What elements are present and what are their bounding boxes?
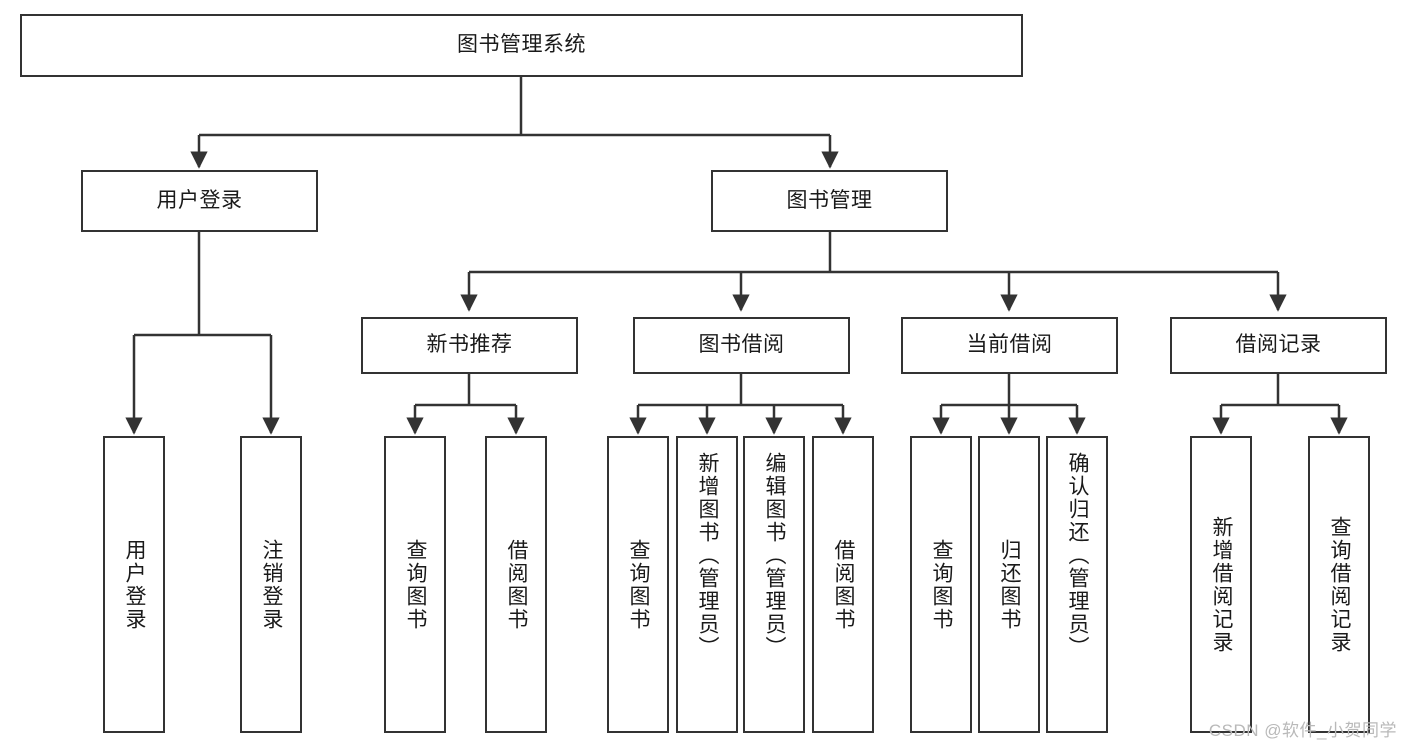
node-leaf-add-book-label: 新增图书（管理员） (696, 452, 720, 659)
node-leaf-return-book-label: 归还图书 (998, 538, 1022, 631)
node-leaf-borrow-book-1[interactable]: 借阅图书 (485, 436, 547, 733)
node-leaf-edit-book-label: 编辑图书（管理员） (763, 452, 787, 659)
node-root[interactable]: 图书管理系统 (20, 14, 1023, 77)
node-leaf-query-book-2[interactable]: 查询图书 (607, 436, 669, 733)
csdn-watermark: CSDN @软件_小贺同学 (1208, 721, 1397, 740)
node-leaf-user-login[interactable]: 用户登录 (103, 436, 165, 733)
node-user-login-label: 用户登录 (156, 188, 243, 212)
node-new-book-rec[interactable]: 新书推荐 (361, 317, 578, 374)
node-leaf-borrow-book-2-label: 借阅图书 (832, 538, 856, 631)
node-leaf-borrow-book-1-label: 借阅图书 (505, 538, 529, 631)
node-user-login[interactable]: 用户登录 (81, 170, 318, 232)
node-leaf-query-book-1-label: 查询图书 (404, 538, 428, 631)
node-leaf-logout[interactable]: 注销登录 (240, 436, 302, 733)
node-leaf-query-book-2-label: 查询图书 (627, 538, 651, 631)
node-leaf-return-book[interactable]: 归还图书 (978, 436, 1040, 733)
node-leaf-query-book-3-label: 查询图书 (930, 538, 954, 631)
node-root-label: 图书管理系统 (457, 33, 586, 57)
node-leaf-add-record[interactable]: 新增借阅记录 (1190, 436, 1252, 733)
node-leaf-logout-label: 注销登录 (260, 538, 284, 631)
node-new-book-rec-label: 新书推荐 (426, 333, 513, 357)
node-leaf-add-book[interactable]: 新增图书（管理员） (676, 436, 738, 733)
node-book-borrow[interactable]: 图书借阅 (633, 317, 850, 374)
node-book-manage-label: 图书管理 (786, 188, 873, 212)
node-leaf-query-record[interactable]: 查询借阅记录 (1308, 436, 1370, 733)
node-current-borrow[interactable]: 当前借阅 (901, 317, 1118, 374)
node-leaf-add-record-label: 新增借阅记录 (1210, 515, 1234, 654)
node-leaf-query-record-label: 查询借阅记录 (1328, 515, 1352, 654)
node-book-borrow-label: 图书借阅 (698, 333, 785, 357)
node-leaf-user-login-label: 用户登录 (123, 538, 147, 631)
node-current-borrow-label: 当前借阅 (966, 333, 1053, 357)
node-leaf-confirm-return-label: 确认归还（管理员） (1066, 452, 1090, 659)
node-book-manage[interactable]: 图书管理 (711, 170, 948, 232)
node-leaf-query-book-1[interactable]: 查询图书 (384, 436, 446, 733)
node-leaf-edit-book[interactable]: 编辑图书（管理员） (743, 436, 805, 733)
node-leaf-query-book-3[interactable]: 查询图书 (910, 436, 972, 733)
node-leaf-confirm-return[interactable]: 确认归还（管理员） (1046, 436, 1108, 733)
node-leaf-borrow-book-2[interactable]: 借阅图书 (812, 436, 874, 733)
node-borrow-record[interactable]: 借阅记录 (1170, 317, 1387, 374)
node-borrow-record-label: 借阅记录 (1235, 333, 1322, 357)
